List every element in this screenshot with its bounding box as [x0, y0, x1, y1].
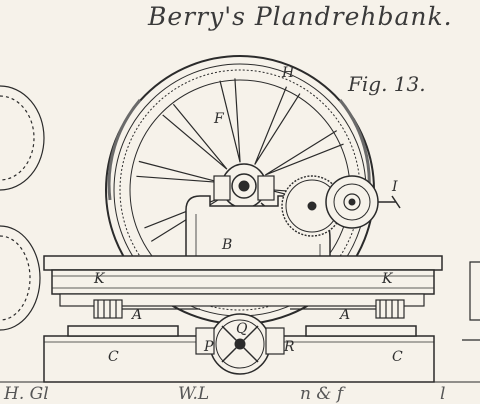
spindle-hub — [213, 163, 275, 209]
drive-wheel — [195, 313, 285, 375]
label-C-left: C — [108, 349, 119, 365]
plate-title: Berry's Plandrehbank. — [148, 2, 453, 31]
wheel-spoke — [162, 103, 228, 170]
caption-fragment-2: W.L — [178, 384, 210, 404]
label-C-right: C — [392, 349, 403, 365]
gear-train — [281, 175, 401, 237]
wheel-spoke — [219, 78, 241, 163]
label-I: I — [392, 179, 398, 195]
figure-label: Fig. 13. — [348, 72, 426, 96]
wheel-spoke — [264, 130, 344, 176]
caption-fragment-4: l — [440, 384, 446, 404]
label-F: F — [214, 111, 224, 127]
label-K-right: K — [382, 271, 393, 287]
caption-fragment-1: H. Gl — [4, 384, 49, 404]
wheel-spoke — [254, 86, 301, 165]
label-A-right: A — [340, 307, 351, 323]
label-Q: Q — [236, 321, 248, 337]
label-P: P — [204, 339, 214, 355]
right-neighbor-figure — [462, 261, 480, 341]
label-K-left: K — [94, 271, 105, 287]
label-A-left: A — [132, 307, 143, 323]
label-R: R — [284, 339, 295, 355]
label-B: B — [222, 237, 233, 253]
left-neighbor-figure — [0, 85, 45, 331]
feed-screws — [93, 299, 405, 319]
wheel-spoke — [136, 160, 221, 184]
label-H: H — [282, 65, 295, 81]
caption-fragment-3: n & f — [300, 384, 344, 404]
lathe-bed — [43, 255, 443, 307]
